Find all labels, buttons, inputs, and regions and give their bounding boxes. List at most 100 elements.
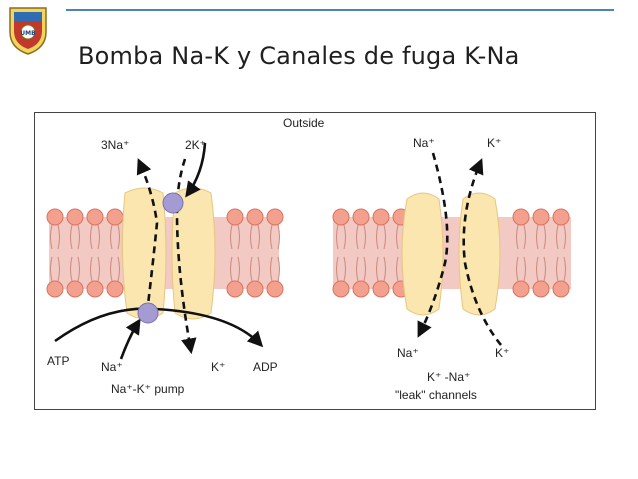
lipid-head <box>352 280 370 298</box>
lipid-head <box>332 280 350 298</box>
lipid-tail <box>523 256 526 282</box>
lipid-bilayer-left <box>46 208 284 298</box>
lipid-tail <box>77 256 80 282</box>
slide-title: Bomba Na-K y Canales de fuga K-Na <box>78 42 520 70</box>
lipid-tail <box>336 224 339 250</box>
lipid-head <box>46 208 64 226</box>
na-binding-arrow <box>119 318 141 360</box>
lipid-head <box>332 208 350 226</box>
lipid-tail <box>57 256 60 282</box>
lipid-tail <box>270 224 273 250</box>
leak-channel-proteins <box>401 192 501 316</box>
k-leak-arrow <box>462 158 503 346</box>
membrane-figure: Outside <box>34 112 596 410</box>
pump-label-3na: 3Na⁺ <box>101 138 129 152</box>
lipid-tail <box>57 224 60 250</box>
leak-membrane <box>332 208 571 298</box>
na-efflux-arrow <box>136 158 159 314</box>
lipid-bilayer-right <box>332 208 570 298</box>
leak-label-k-top: K⁺ <box>487 136 501 150</box>
lipid-tail <box>230 256 233 282</box>
lipid-tail <box>277 256 280 282</box>
lipid-tail <box>257 224 260 250</box>
lipid-head <box>552 280 570 298</box>
k-binding-arrow <box>185 142 207 198</box>
header-rule <box>66 9 614 11</box>
leak-caption-line2: "leak" channels <box>395 388 477 402</box>
lipid-tail <box>396 256 399 282</box>
lipid-tail <box>536 256 539 282</box>
lipid-tail <box>270 256 273 282</box>
university-logo: UMB <box>9 7 47 55</box>
lipid-head <box>512 208 530 226</box>
na-leak-arrow <box>417 152 449 338</box>
leak-arrows <box>417 152 503 346</box>
lipid-tail <box>556 256 559 282</box>
lipid-tail <box>250 224 253 250</box>
lipid-head <box>532 208 550 226</box>
lipid-tail <box>543 256 546 282</box>
lipid-head <box>532 280 550 298</box>
lipid-tail <box>97 224 100 250</box>
pump-label-atp: ATP <box>47 354 69 368</box>
lipid-tail <box>516 224 519 250</box>
lipid-tail <box>250 256 253 282</box>
membrane-diagram: Outside <box>46 116 571 402</box>
lipid-head <box>66 208 84 226</box>
leak-label-na-top: Na⁺ <box>413 136 435 150</box>
lipid-tail <box>117 256 120 282</box>
leak-caption-line1: K⁺ -Na⁺ <box>427 370 470 384</box>
lipid-head <box>372 208 390 226</box>
na-binding-site <box>137 302 159 324</box>
lipid-tail <box>543 224 546 250</box>
outside-label: Outside <box>283 116 325 130</box>
pump-label-k-in: K⁺ <box>211 360 225 374</box>
lipid-tail <box>70 256 73 282</box>
lipid-head <box>106 280 124 298</box>
lipid-tail <box>77 224 80 250</box>
lipid-tail <box>383 224 386 250</box>
lipid-tail <box>50 224 53 250</box>
pump-label-2k: 2K⁺ <box>185 138 206 152</box>
lipid-head <box>266 280 284 298</box>
pump-label-adp: ADP <box>253 360 278 374</box>
lipid-tail <box>363 224 366 250</box>
lipid-tail <box>563 256 566 282</box>
lipid-tail <box>383 256 386 282</box>
lipid-head <box>552 208 570 226</box>
lipid-tail <box>356 256 359 282</box>
lipid-tail <box>230 224 233 250</box>
lipid-head <box>352 208 370 226</box>
lipid-tail <box>516 256 519 282</box>
lipid-head <box>86 280 104 298</box>
lipid-tail <box>110 256 113 282</box>
lipid-head <box>246 208 264 226</box>
leak-label-k-bottom: K⁺ <box>495 346 509 360</box>
leak-label-na-bottom: Na⁺ <box>397 346 419 360</box>
lipid-tail <box>50 256 53 282</box>
lipid-head <box>226 208 244 226</box>
lipid-tail <box>110 224 113 250</box>
k-binding-site <box>162 192 184 214</box>
lipid-tail <box>376 224 379 250</box>
lipid-tail <box>536 224 539 250</box>
lipid-tail <box>396 224 399 250</box>
lipid-tail <box>343 256 346 282</box>
lipid-head <box>46 280 64 298</box>
lipid-head <box>106 208 124 226</box>
lipid-tail <box>90 224 93 250</box>
lipid-tail <box>356 224 359 250</box>
lipid-tail <box>336 256 339 282</box>
lipid-head <box>226 280 244 298</box>
lipid-head <box>86 208 104 226</box>
lipid-tail <box>237 256 240 282</box>
pump-label-na-in: Na⁺ <box>101 360 123 374</box>
lipid-head <box>266 208 284 226</box>
lipid-tail <box>237 224 240 250</box>
lipid-tail <box>97 256 100 282</box>
lipid-tail <box>257 256 260 282</box>
pump-protein <box>121 187 216 320</box>
lipid-head <box>512 280 530 298</box>
lipid-tail <box>343 224 346 250</box>
